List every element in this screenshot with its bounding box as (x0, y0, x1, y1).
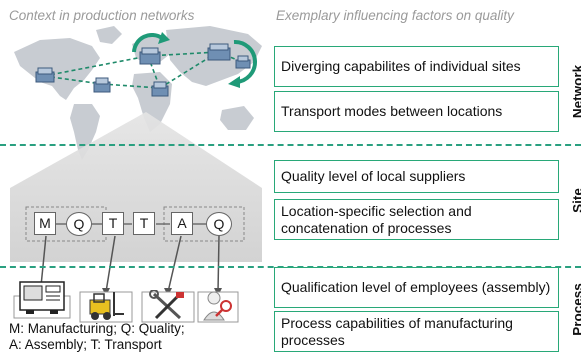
factor-employee-qualification: Qualification level of employees (assemb… (274, 267, 559, 308)
australia-shape (220, 106, 254, 130)
level-site: Site (570, 188, 581, 213)
north-america-shape (14, 38, 100, 100)
factor-transport-modes: Transport modes between locations (274, 91, 559, 132)
factor-diverging-capabilities: Diverging capabilites of individual site… (274, 46, 559, 87)
zoom-cone (10, 112, 262, 262)
legend-line-1: M: Manufacturing; Q: Quality; (9, 321, 185, 336)
cycle-arrow-left (132, 32, 164, 53)
legend-line-2: A: Assembly; T: Transport (9, 337, 162, 352)
process-step-q: Q (66, 212, 92, 236)
forklift-icon (89, 292, 124, 320)
south-america-shape (70, 104, 100, 160)
tools-icon (149, 290, 184, 320)
process-step-m: M (34, 212, 56, 235)
network-site-divider (0, 144, 581, 146)
machine-icon (19, 281, 65, 314)
legend: M: Manufacturing; Q: Quality; A: Assembl… (9, 321, 185, 353)
factor-process-capabilities: Process capabilities of manufacturing pr… (274, 311, 559, 352)
inspector-icon (203, 291, 232, 321)
factory-icons (35, 43, 251, 97)
level-network: Network (570, 64, 581, 119)
process-step-t: T (133, 212, 155, 235)
factor-process-selection: Location-specific selection and concaten… (274, 199, 559, 240)
level-process: Process (570, 283, 581, 336)
context-header: Context in production networks (9, 8, 195, 23)
cycle-arrow-right (233, 39, 258, 84)
process-step-t: T (102, 212, 124, 235)
process-step-q: Q (206, 212, 232, 236)
greenland-shape (96, 26, 122, 44)
process-step-a: A (171, 212, 193, 235)
factors-header: Exemplary influencing factors on quality (276, 8, 514, 23)
factor-supplier-quality: Quality level of local suppliers (274, 160, 559, 193)
